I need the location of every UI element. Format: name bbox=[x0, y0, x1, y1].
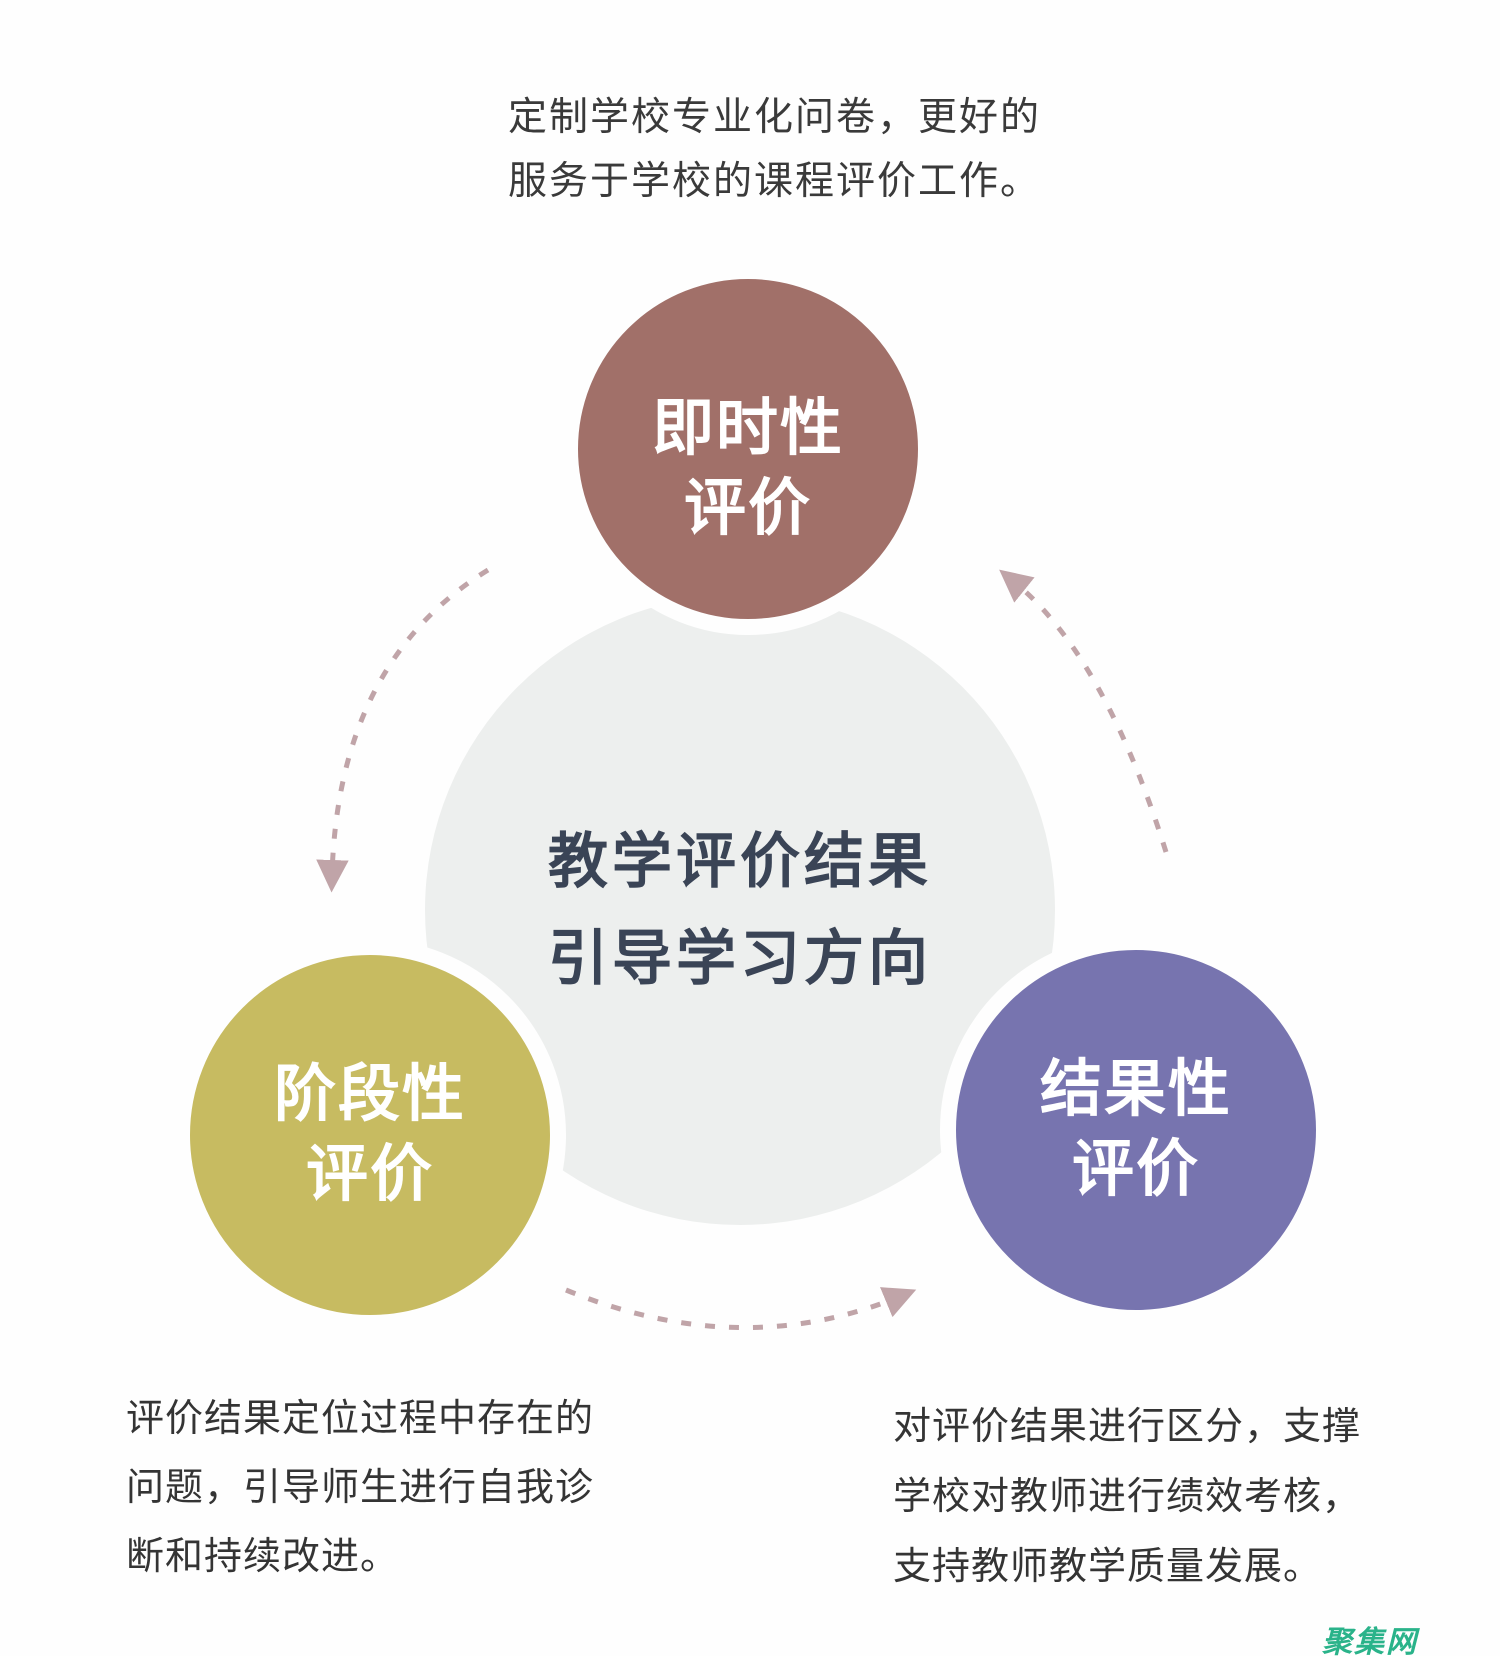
staged-note: 评价结果定位过程中存在的 问题，引导师生进行自我诊 断和持续改进。 bbox=[126, 1385, 594, 1592]
node-outcome-line-1: 结果性 bbox=[1039, 1055, 1232, 1124]
staged-note-line-3: 断和持续改进。 bbox=[126, 1536, 400, 1578]
staged-note-line-1: 评价结果定位过程中存在的 bbox=[126, 1398, 595, 1440]
outcome-note-line-3: 支持教师教学质量发展。 bbox=[893, 1546, 1323, 1588]
watermark-logo: 聚集网 bbox=[1322, 1626, 1418, 1656]
node-immediate-line-2: 评价 bbox=[683, 474, 812, 543]
outcome-note-line-1: 对评价结果进行区分，支撑 bbox=[893, 1406, 1362, 1448]
node-immediate-evaluation: 即时性 评价 bbox=[562, 263, 934, 635]
node-staged-line-1: 阶段性 bbox=[273, 1060, 466, 1129]
intro-line-2: 服务于学校的课程评价工作。 bbox=[508, 160, 1042, 203]
outcome-note: 对评价结果进行区分，支撑 学校对教师进行绩效考核， 支持教师教学质量发展。 bbox=[893, 1392, 1361, 1602]
node-staged-evaluation: 阶段性 评价 bbox=[174, 939, 566, 1331]
node-outcome-evaluation: 结果性 评价 bbox=[940, 934, 1332, 1326]
node-staged-line-2: 评价 bbox=[305, 1140, 434, 1209]
center-circle-line-1: 教学评价结果 bbox=[548, 828, 932, 895]
arrow-left-to-right bbox=[565, 1287, 917, 1331]
intro-text: 定制学校专业化问卷，更好的 服务于学校的课程评价工作。 bbox=[508, 86, 1041, 214]
staged-note-line-2: 问题，引导师生进行自我诊 bbox=[126, 1467, 595, 1509]
node-outcome-line-2: 评价 bbox=[1071, 1135, 1200, 1204]
center-circle-line-2: 引导学习方向 bbox=[548, 925, 932, 992]
node-immediate-line-1: 即时性 bbox=[651, 394, 844, 463]
intro-line-1: 定制学校专业化问卷，更好的 bbox=[508, 96, 1042, 139]
outcome-note-line-2: 学校对教师进行绩效考核， bbox=[893, 1476, 1362, 1518]
